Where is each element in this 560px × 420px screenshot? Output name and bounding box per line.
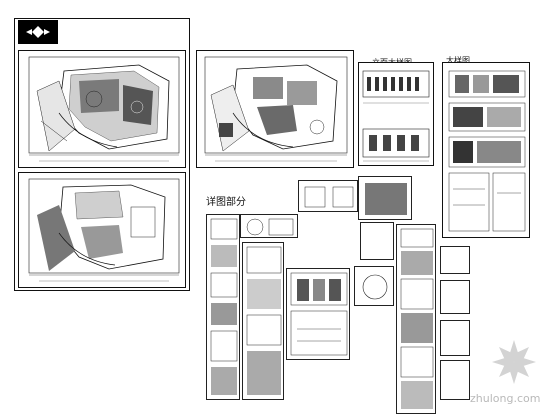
detail-strip-left-drawing	[210, 218, 238, 395]
detail-header: 大样图	[446, 56, 470, 65]
watermark-text: zhulong.com	[470, 392, 541, 405]
logo-emblem-icon	[26, 26, 50, 38]
floor-plan-sheet-2[interactable]	[196, 50, 354, 168]
detail-lower-right-4[interactable]	[440, 360, 470, 400]
detail-lower-right-3[interactable]	[440, 320, 470, 356]
detail-strip-left[interactable]	[206, 214, 240, 400]
floor-plan-sheet-1[interactable]	[18, 50, 186, 168]
elevation-box-b[interactable]	[358, 176, 412, 220]
detail-section-label: 详图部分	[206, 197, 246, 208]
detail-square-b-drawing	[362, 274, 388, 300]
floor-plan-3-drawing	[28, 178, 180, 282]
detail-square-a[interactable]	[360, 222, 394, 260]
elevation-sheet[interactable]	[358, 62, 434, 166]
floor-plan-1-drawing	[28, 56, 180, 162]
detail-grid-lower-drawing	[246, 246, 282, 395]
detail-column-drawing	[448, 70, 526, 232]
detail-lower-right-2[interactable]	[440, 280, 470, 314]
logo-badge	[18, 20, 58, 44]
elevation-drawing	[362, 70, 430, 162]
floor-plan-2-drawing	[204, 56, 348, 162]
watermark-flower-icon	[492, 340, 536, 384]
detail-square-b[interactable]	[354, 266, 394, 306]
floor-plan-sheet-3[interactable]	[18, 172, 186, 288]
central-detail-drawing	[290, 272, 348, 356]
detail-grid-lower[interactable]	[242, 242, 284, 400]
detail-lower-right-1[interactable]	[440, 246, 470, 274]
elevation-box-b-drawing	[365, 183, 407, 215]
elevation-box-a-drawing	[304, 186, 354, 208]
detail-strip-upper[interactable]	[240, 214, 298, 238]
detail-stack-right-drawing	[400, 228, 434, 409]
central-detail-sheet[interactable]	[286, 268, 350, 360]
detail-stack-right[interactable]	[396, 224, 436, 414]
detail-column-sheet[interactable]	[442, 62, 530, 238]
detail-strip-upper-drawing	[246, 218, 294, 236]
elevation-box-a[interactable]	[298, 180, 358, 212]
